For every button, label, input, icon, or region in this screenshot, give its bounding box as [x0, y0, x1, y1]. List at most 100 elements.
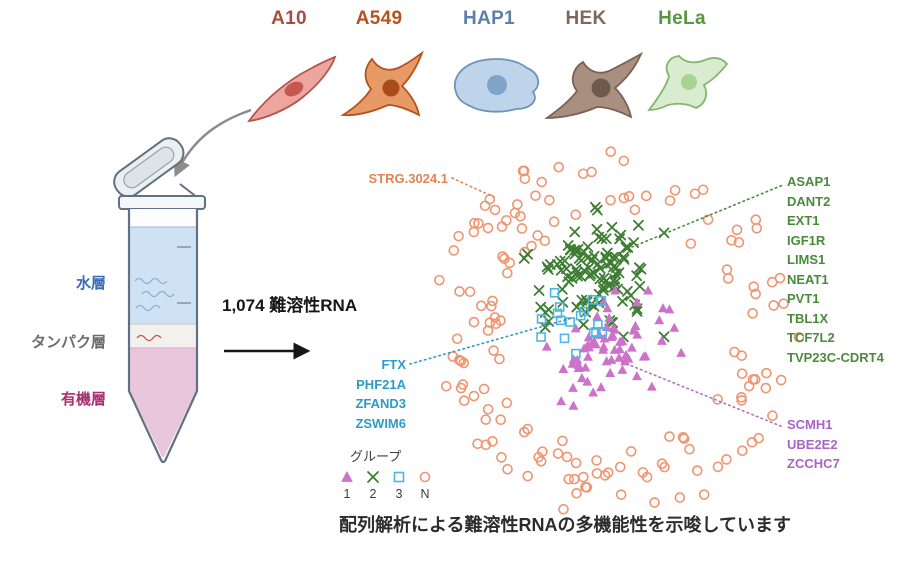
- scatter-point: [587, 295, 598, 305]
- scatter-legend: グループ 1 2 3 N: [338, 446, 434, 501]
- scatter-point: [468, 226, 480, 238]
- scatter-point: [598, 341, 609, 351]
- scatter-point: [509, 207, 521, 219]
- scatter-point: [586, 166, 597, 178]
- gene-label: PVT1: [787, 291, 820, 306]
- scatter-point: [501, 215, 512, 226]
- scatter-point: [591, 327, 601, 337]
- scatter-point: [736, 368, 748, 379]
- scatter-point: [607, 252, 619, 263]
- scatter-point: [633, 219, 644, 231]
- scatter-point: [557, 435, 568, 447]
- scatter-point: [750, 288, 761, 300]
- scatter-point: [643, 285, 653, 295]
- scatter-point: [634, 280, 646, 292]
- scatter-point: [606, 354, 617, 364]
- scatter-point: [516, 223, 528, 234]
- scatter-point: [618, 251, 629, 263]
- scatter-point: [692, 465, 703, 476]
- scatter-point: [576, 372, 587, 383]
- cell-icon-hela: [647, 55, 729, 111]
- scatter-point: [535, 456, 547, 467]
- gene-label: EXT1: [787, 213, 820, 228]
- scatter-point: [610, 285, 621, 295]
- scatter-point: [533, 285, 545, 296]
- scatter-point: [518, 252, 530, 264]
- scatter-point: [621, 286, 633, 297]
- scatter-point: [605, 367, 616, 378]
- scatter-point: [626, 342, 637, 352]
- scatter-point: [541, 261, 553, 273]
- scatter-point: [610, 268, 621, 280]
- scatter-point: [591, 455, 602, 466]
- x-marker-icon: [367, 471, 379, 483]
- scatter-point: [552, 448, 564, 459]
- scatter-point: [620, 242, 632, 253]
- scatter-point: [448, 245, 460, 256]
- scatter-point: [614, 461, 626, 473]
- scatter-point: [559, 255, 571, 267]
- tube-cap: [113, 137, 185, 198]
- scatter-point: [635, 263, 647, 275]
- scatter-point: [605, 194, 616, 206]
- scatter-point: [367, 471, 379, 483]
- tube-rim: [118, 195, 206, 210]
- protein-layer-label: タンパク層: [30, 334, 106, 351]
- scatter-point: [614, 352, 625, 362]
- scatter-point: [588, 328, 599, 338]
- scatter-point: [496, 221, 508, 232]
- scatter-point: [721, 454, 732, 465]
- scatter-point: [615, 336, 625, 346]
- scatter-point: [476, 300, 487, 312]
- cell-line-label-hap1: HAP1: [463, 8, 515, 29]
- scatter-point: [610, 251, 622, 263]
- scatter-point: [654, 315, 665, 325]
- scatter-point: [617, 364, 628, 374]
- scatter-point: [495, 414, 507, 426]
- scatter-point: [737, 445, 748, 457]
- scatter-point: [677, 431, 689, 443]
- rna-squiggle: [134, 277, 168, 285]
- gene-label-group-3: FTX PHF21A ZFAND3 ZSWIM6: [336, 355, 406, 433]
- scatter-point: [608, 322, 619, 332]
- scatter-point: [582, 241, 594, 253]
- scatter-point: [591, 223, 603, 235]
- legend-item-label: 1: [343, 487, 351, 501]
- scatter-point: [775, 374, 787, 386]
- scatter-point: [583, 332, 594, 342]
- scatter-point: [583, 351, 593, 361]
- scatter-point: [609, 344, 620, 354]
- scatter-point: [454, 286, 465, 297]
- cell-line-label-hela: HeLa: [658, 8, 706, 29]
- legend-item-label: N: [420, 487, 430, 501]
- scatter-point: [632, 371, 642, 381]
- scatter-point: [487, 295, 498, 307]
- scatter-point: [561, 451, 573, 463]
- cell-nucleus: [591, 78, 611, 98]
- scatter-point: [472, 438, 483, 450]
- scatter-point: [482, 222, 494, 234]
- gene-label: STRG.3024.1: [368, 171, 449, 186]
- scatter-point: [544, 194, 555, 206]
- scatter-point: [562, 240, 574, 251]
- scatter-point: [615, 229, 627, 241]
- gene-label-group-1: SCMH1 UBE2E2 ZCCHC7: [787, 415, 840, 474]
- scatter-point: [602, 303, 613, 313]
- scatter-point: [712, 394, 723, 405]
- scatter-point: [559, 333, 570, 344]
- figure-caption: 配列解析による難溶性RNAの多機能性を示唆しています: [339, 515, 791, 535]
- scatter-point: [594, 263, 606, 274]
- scatter-point: [419, 471, 431, 483]
- scatter-point: [489, 204, 501, 216]
- scatter-point: [722, 273, 734, 284]
- rna-squiggle: [141, 290, 175, 298]
- scatter-point: [657, 335, 667, 345]
- scatter-point: [542, 264, 554, 275]
- scatter-point: [464, 286, 476, 298]
- cell-nucleus: [284, 81, 304, 97]
- scatter-point: [598, 272, 610, 284]
- scatter-point: [583, 339, 593, 349]
- scatter-point: [578, 319, 589, 330]
